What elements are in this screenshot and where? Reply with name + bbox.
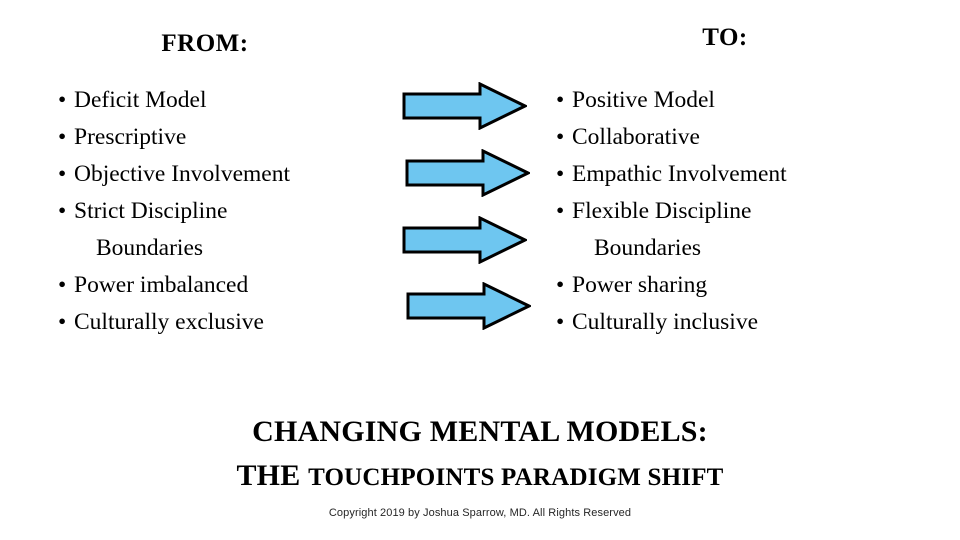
list-item-text: Empathic Involvement bbox=[572, 161, 787, 187]
list-item-continuation: Boundaries bbox=[96, 235, 204, 261]
copyright-notice: Copyright 2019 by Joshua Sparrow, MD. Al… bbox=[328, 507, 632, 519]
list-item-text: Power imbalanced bbox=[74, 272, 249, 298]
right-arrow-icon bbox=[402, 82, 527, 130]
list-item: • Flexible Discipline bbox=[556, 193, 916, 230]
list-item: • Culturally inclusive bbox=[556, 304, 916, 341]
list-item-text: Collaborative bbox=[572, 124, 700, 150]
bullet-icon: • bbox=[556, 124, 565, 150]
title-line-2-rest: TOUCHPOINTS PARADIGM SHIFT bbox=[308, 464, 724, 491]
bullet-icon: • bbox=[556, 87, 565, 113]
list-item-text: Strict Discipline bbox=[74, 198, 228, 224]
list-item: • Strict Discipline bbox=[58, 193, 388, 230]
to-list: • Positive Model • Collaborative • Empathic… bbox=[556, 82, 916, 341]
right-arrow-icon bbox=[402, 216, 527, 264]
bullet-icon: • bbox=[556, 198, 565, 224]
list-item: • Objective Involvement bbox=[58, 156, 388, 193]
list-item: • Deficit Model bbox=[58, 82, 388, 119]
bullet-icon: • bbox=[58, 198, 67, 224]
list-item: • Culturally exclusive bbox=[58, 304, 388, 341]
bullet-icon: • bbox=[556, 272, 565, 298]
list-item-text: Positive Model bbox=[572, 87, 715, 113]
bullet-icon: • bbox=[58, 87, 67, 113]
title-line-2: THE TOUCHPOINTS PARADIGM SHIFT bbox=[0, 456, 960, 498]
bullet-icon: • bbox=[556, 309, 565, 335]
title-line-1: CHANGING MENTAL MODELS: bbox=[252, 415, 708, 448]
bullet-icon: • bbox=[58, 124, 67, 150]
bullet-icon: • bbox=[58, 309, 67, 335]
list-item-text: Flexible Discipline bbox=[572, 198, 752, 224]
bullet-icon: • bbox=[58, 161, 67, 187]
list-item: • Collaborative bbox=[556, 119, 916, 156]
list-item-text: Culturally inclusive bbox=[572, 309, 759, 335]
right-arrow-icon bbox=[405, 149, 530, 197]
list-item: • Empathic Involvement bbox=[556, 156, 916, 193]
list-item-text: Prescriptive bbox=[74, 124, 187, 150]
heading-to: TO: bbox=[702, 24, 748, 51]
slide-title: CHANGING MENTAL MODELS: THE TOUCHPOINTS … bbox=[0, 412, 960, 498]
bullet-icon: • bbox=[58, 272, 67, 298]
list-item: • Positive Model bbox=[556, 82, 916, 119]
title-line-2-prefix: THE bbox=[236, 459, 309, 492]
list-item: • Prescriptive bbox=[58, 119, 388, 156]
list-item-continuation: Boundaries bbox=[594, 235, 702, 261]
heading-from: FROM: bbox=[161, 30, 249, 57]
right-arrow-icon bbox=[406, 282, 531, 330]
list-item-text: Culturally exclusive bbox=[74, 309, 264, 335]
arrow-group bbox=[395, 72, 535, 352]
list-item-text: Objective Involvement bbox=[74, 161, 290, 187]
list-item: • Power imbalanced bbox=[58, 267, 388, 304]
list-item: • Power sharing bbox=[556, 267, 916, 304]
list-item-text: Power sharing bbox=[572, 272, 708, 298]
list-item-text: Deficit Model bbox=[74, 87, 207, 113]
bullet-icon: • bbox=[556, 161, 565, 187]
from-list: • Deficit Model • Prescriptive • Objective … bbox=[58, 82, 388, 341]
